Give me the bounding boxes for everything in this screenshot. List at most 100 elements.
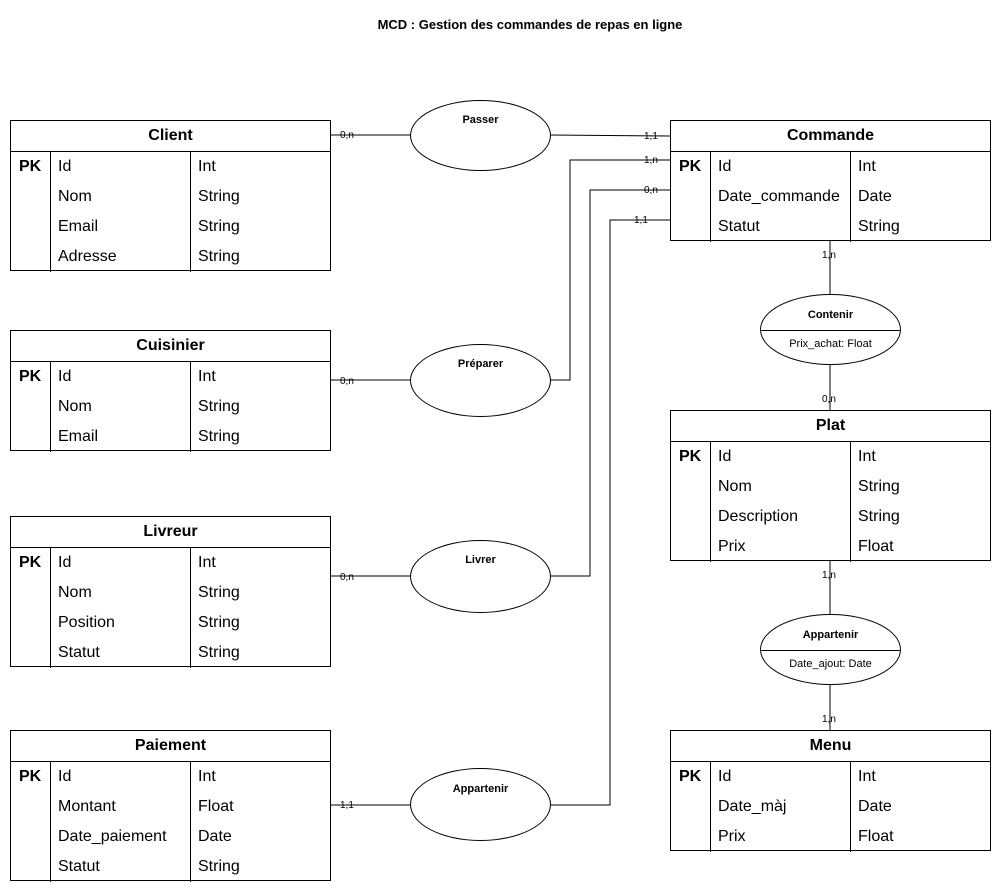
link-passer-commande xyxy=(549,134,671,137)
attribute-name: Id xyxy=(58,158,72,175)
entity-title: Plat xyxy=(671,411,990,442)
association-livrer[interactable]: Livrer xyxy=(410,540,551,613)
attribute-type: String xyxy=(198,858,240,875)
attribute-name: Statut xyxy=(718,218,760,235)
card-cuisinier-preparer: 0,n xyxy=(340,376,354,387)
attribute-name: Id xyxy=(718,158,732,175)
attribute-name: Nom xyxy=(718,478,752,495)
type-column-divider xyxy=(850,762,851,852)
card-preparer-commande: 1,n xyxy=(644,155,658,166)
attribute-name: Email xyxy=(58,218,99,235)
key-column-divider xyxy=(710,442,711,562)
attribute-type: Float xyxy=(198,798,234,815)
card-livreur-livrer: 0,n xyxy=(340,572,354,583)
attribute-type: Int xyxy=(858,158,876,175)
primary-key-marker: PK xyxy=(19,158,42,175)
attribute-row: Date_commande Date xyxy=(671,182,990,212)
attribute-type: String xyxy=(198,398,240,415)
attribute-type: String xyxy=(198,584,240,601)
association-appartenir-paiement[interactable]: Appartenir xyxy=(410,768,551,841)
attribute-row: Statut String xyxy=(11,852,330,882)
entity-title: Cuisinier xyxy=(11,331,330,362)
attribute-type: Date xyxy=(198,828,232,845)
primary-key-marker: PK xyxy=(19,368,42,385)
association-preparer[interactable]: Préparer xyxy=(410,344,551,417)
attribute-name: Id xyxy=(718,768,732,785)
key-column-divider xyxy=(710,762,711,852)
association-name: Contenir xyxy=(807,309,854,321)
card-contenir-plat: 0,n xyxy=(822,394,836,405)
entity-title: Paiement xyxy=(11,731,330,762)
attribute-type: String xyxy=(198,614,240,631)
attribute-row: Position String xyxy=(11,608,330,638)
type-column-divider xyxy=(190,762,191,882)
primary-key-marker: PK xyxy=(19,554,42,571)
attribute-type: Int xyxy=(198,768,216,785)
attribute-name: Adresse xyxy=(58,248,117,265)
entity-title: Commande xyxy=(671,121,990,152)
attribute-type: String xyxy=(858,508,900,525)
attribute-name: Position xyxy=(58,614,115,631)
association-contenir[interactable]: Contenir Prix_achat: Float xyxy=(760,294,901,365)
association-passer[interactable]: Passer xyxy=(410,100,551,171)
attribute-name: Id xyxy=(718,448,732,465)
association-appartenir-menu[interactable]: Appartenir Date_ajout: Date xyxy=(760,614,901,685)
attribute-type: Int xyxy=(198,368,216,385)
attribute-type: String xyxy=(858,478,900,495)
attribute-type: String xyxy=(198,188,240,205)
card-client-passer: 0,n xyxy=(340,130,354,141)
card-appartenir-menu: 1,n xyxy=(822,714,836,725)
attribute-name: Date_commande xyxy=(718,188,840,205)
attribute-type: String xyxy=(198,644,240,661)
attribute-type: Int xyxy=(198,158,216,175)
key-column-divider xyxy=(50,362,51,452)
card-passer-commande: 1,1 xyxy=(644,131,658,142)
entity-title: Client xyxy=(11,121,330,152)
link-preparer-commande xyxy=(550,159,670,381)
association-divider xyxy=(761,330,900,331)
attribute-type: Date xyxy=(858,188,892,205)
key-column-divider xyxy=(50,762,51,882)
entity-title: Livreur xyxy=(11,517,330,548)
attribute-type: Date xyxy=(858,798,892,815)
card-paiement-commande: 1,1 xyxy=(634,215,648,226)
key-column-divider xyxy=(50,152,51,272)
key-column-divider xyxy=(710,152,711,242)
association-name: Préparer xyxy=(457,358,504,370)
association-name: Livrer xyxy=(465,554,496,566)
attribute-name: Id xyxy=(58,368,72,385)
attribute-name: Id xyxy=(58,554,72,571)
association-name: Appartenir xyxy=(452,783,509,795)
primary-key-marker: PK xyxy=(679,158,702,175)
attribute-type: String xyxy=(198,218,240,235)
attribute-type: Int xyxy=(858,448,876,465)
attribute-row: Email String xyxy=(11,212,330,242)
attribute-row: PK Id Int xyxy=(11,548,330,578)
attribute-type: String xyxy=(198,248,240,265)
attribute-type: Int xyxy=(198,554,216,571)
attribute-name: Statut xyxy=(58,858,100,875)
